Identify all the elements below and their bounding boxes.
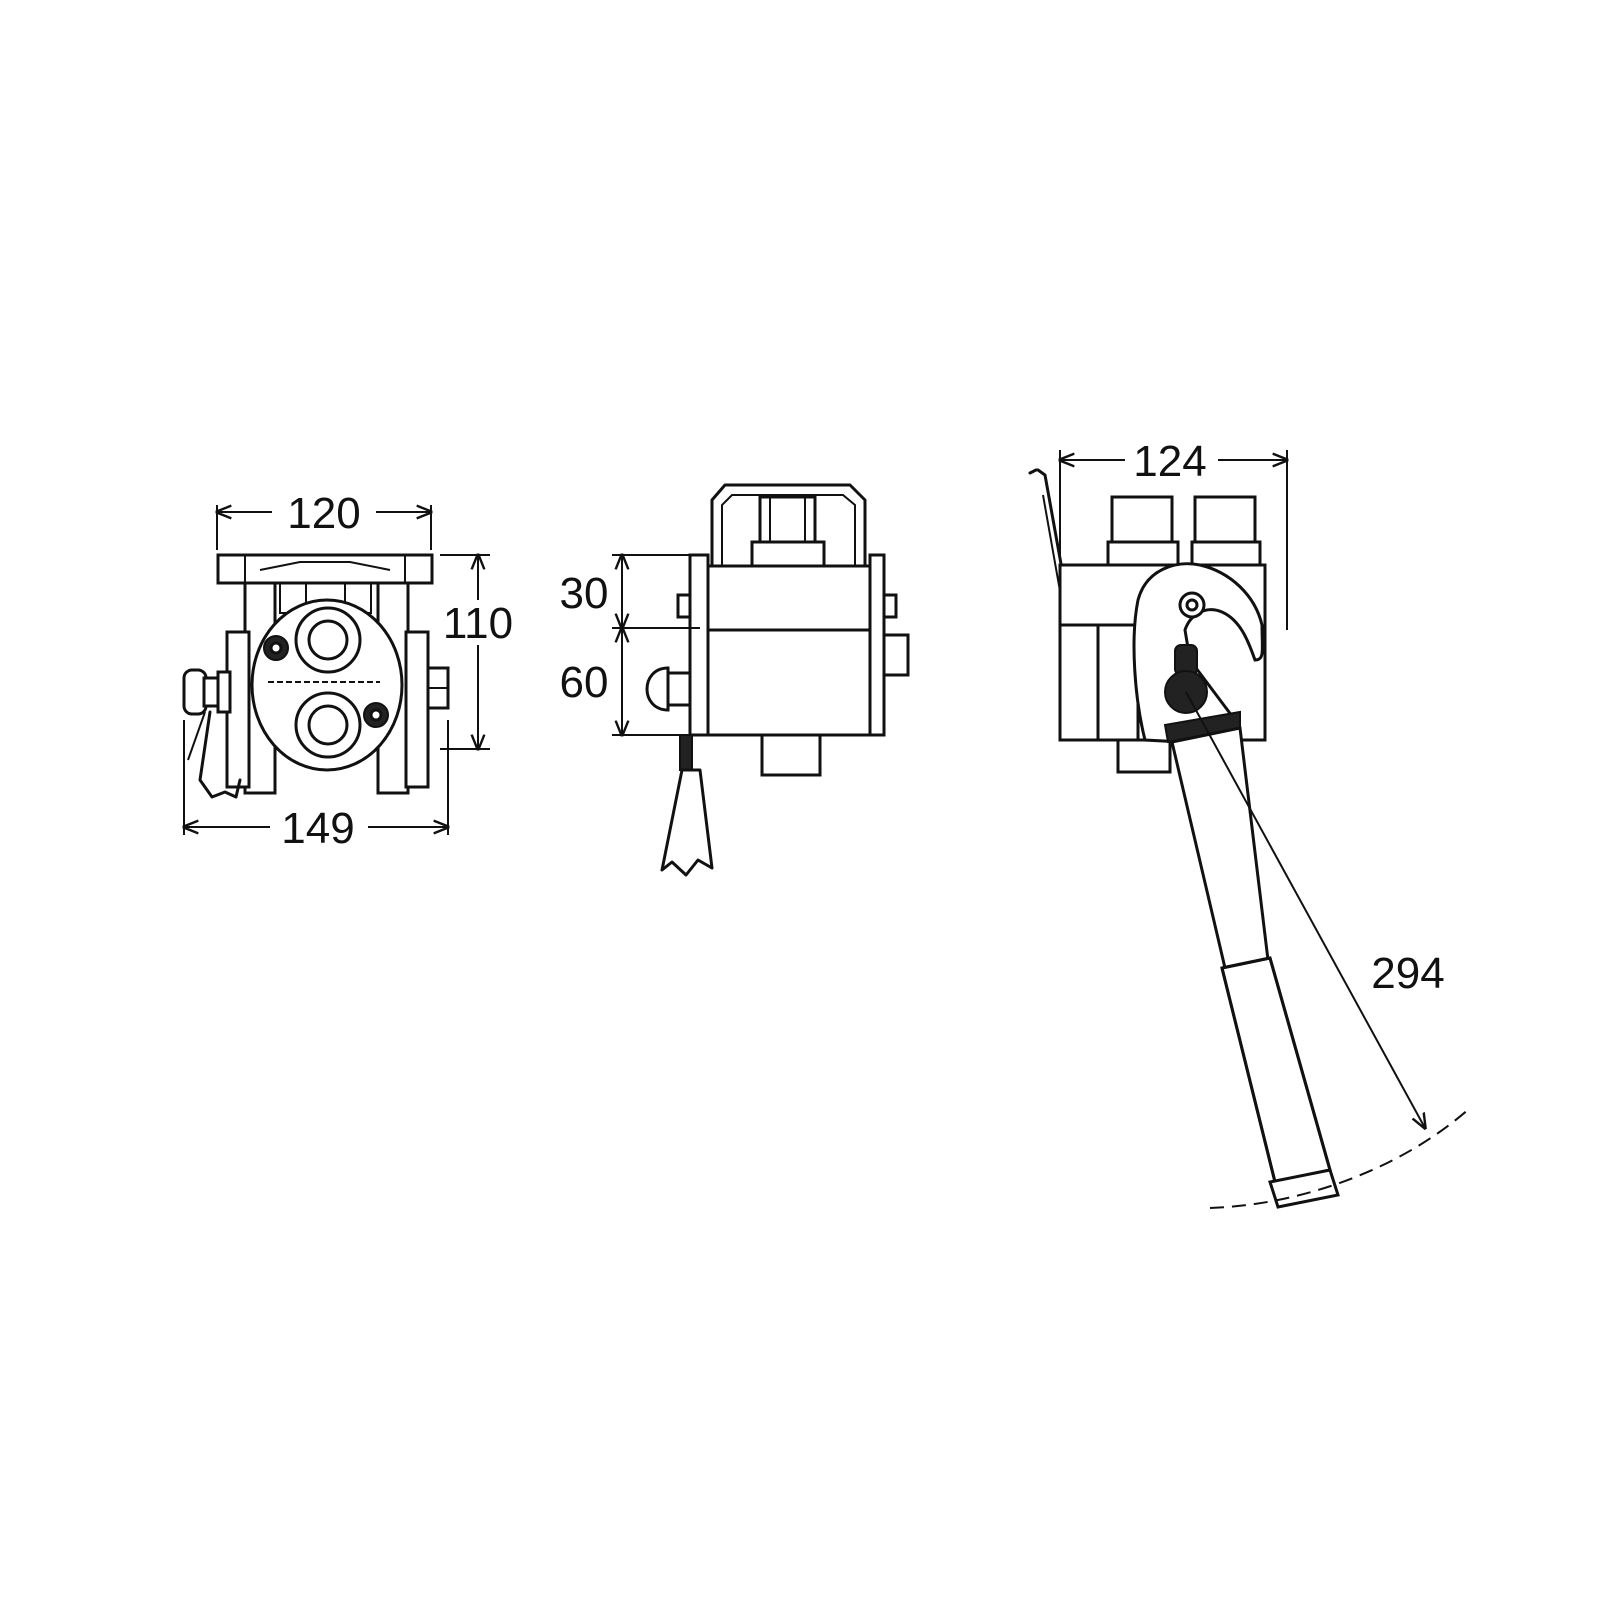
dim-30-label: 30 [560,569,609,618]
dim-110-label: 110 [443,599,513,648]
dimension-lever-width: 124 [1060,437,1287,630]
front-view: 120 110 149 [184,489,513,853]
side-top-cage [710,483,867,570]
side-right-plate [868,553,886,737]
lever-hook [1132,562,1264,747]
side-hanging-lever [660,734,714,877]
front-push-button [182,668,242,799]
side-right-nut-lower [882,633,910,677]
lever-handle [1170,726,1340,1209]
side-push-button [645,666,692,712]
dim-60-label: 60 [560,658,609,707]
dim-294-label: 294 [1371,949,1444,998]
lever-top-fittings [1106,495,1262,569]
dimension-side-heights: 30 60 [560,555,700,735]
dimension-lever-length: 294 [1185,691,1445,1128]
front-valve-disc [250,598,404,772]
side-view: 30 60 [560,483,910,877]
dimension-front-width-bottom: 149 [184,720,448,853]
dim-120-label: 120 [287,489,360,538]
side-bottom-outlet [760,733,822,777]
lever-view: 124 294 [1028,437,1471,1209]
front-right-flange [404,630,430,789]
lever-swing-arc [1209,1107,1471,1209]
side-left-stub [676,593,692,619]
front-right-nut [426,666,450,710]
dim-124-label: 124 [1133,437,1206,486]
front-top-plate [216,553,434,585]
dim-149-label: 149 [281,804,354,853]
side-left-plate [688,553,710,737]
side-main-body [706,564,872,737]
side-right-nut-upper [882,593,898,619]
dimension-front-width-top: 120 [217,489,431,550]
dimension-front-height: 110 [440,555,513,749]
